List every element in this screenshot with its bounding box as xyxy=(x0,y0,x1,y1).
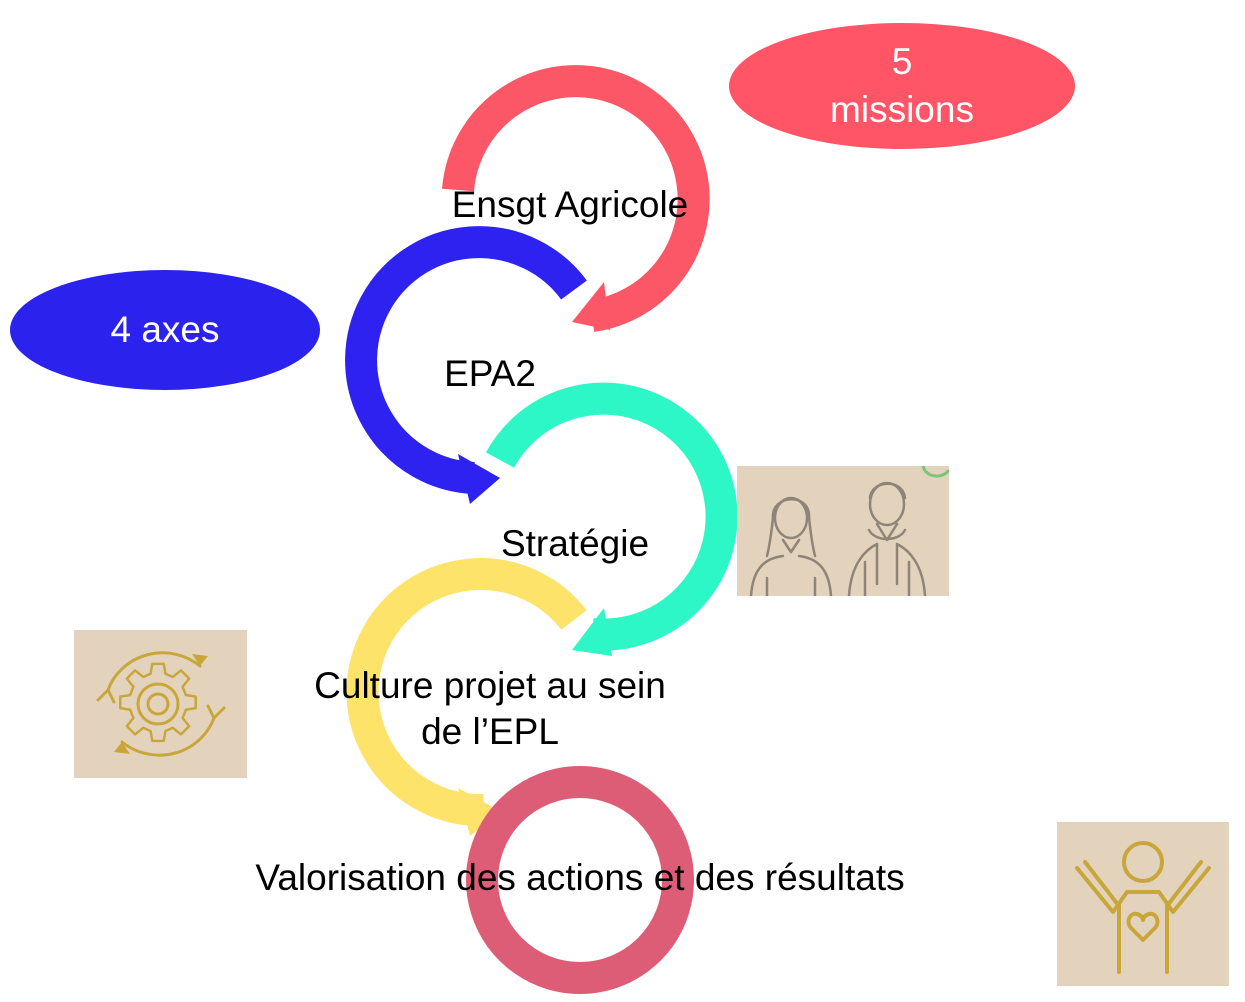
person-heart-icon xyxy=(1075,841,1211,974)
missions-count: 5 xyxy=(891,40,913,82)
arrow-culture-projet xyxy=(346,558,587,836)
gear-tile xyxy=(74,630,247,778)
step-label-epa2: EPA2 xyxy=(444,353,536,394)
step-label-strategie: Stratégie xyxy=(500,523,650,564)
step-label-culture-projet-line2: de l’EPL xyxy=(421,711,559,752)
arrow-ensgt-agricole xyxy=(442,65,710,332)
arrow-strategie xyxy=(485,382,738,656)
step-label-culture-projet-line1: Culture projet au sein xyxy=(314,665,666,706)
axes-label: 4 axes xyxy=(110,308,220,350)
students-tile xyxy=(737,466,949,596)
students-icon xyxy=(749,466,949,596)
wellbeing-tile xyxy=(1057,822,1229,986)
arrow-epa2 xyxy=(345,226,587,504)
arrow-valorisation xyxy=(466,766,694,994)
step-label-ensgt-agricole: Ensgt Agricole xyxy=(451,184,689,225)
missions-label: missions xyxy=(830,89,974,130)
gear-cycle-icon xyxy=(96,651,226,757)
missions-oval: 5 missions xyxy=(729,23,1075,149)
axes-oval: 4 axes xyxy=(10,270,320,390)
step-label-valorisation: Valorisation des actions et des résultat… xyxy=(255,857,905,898)
